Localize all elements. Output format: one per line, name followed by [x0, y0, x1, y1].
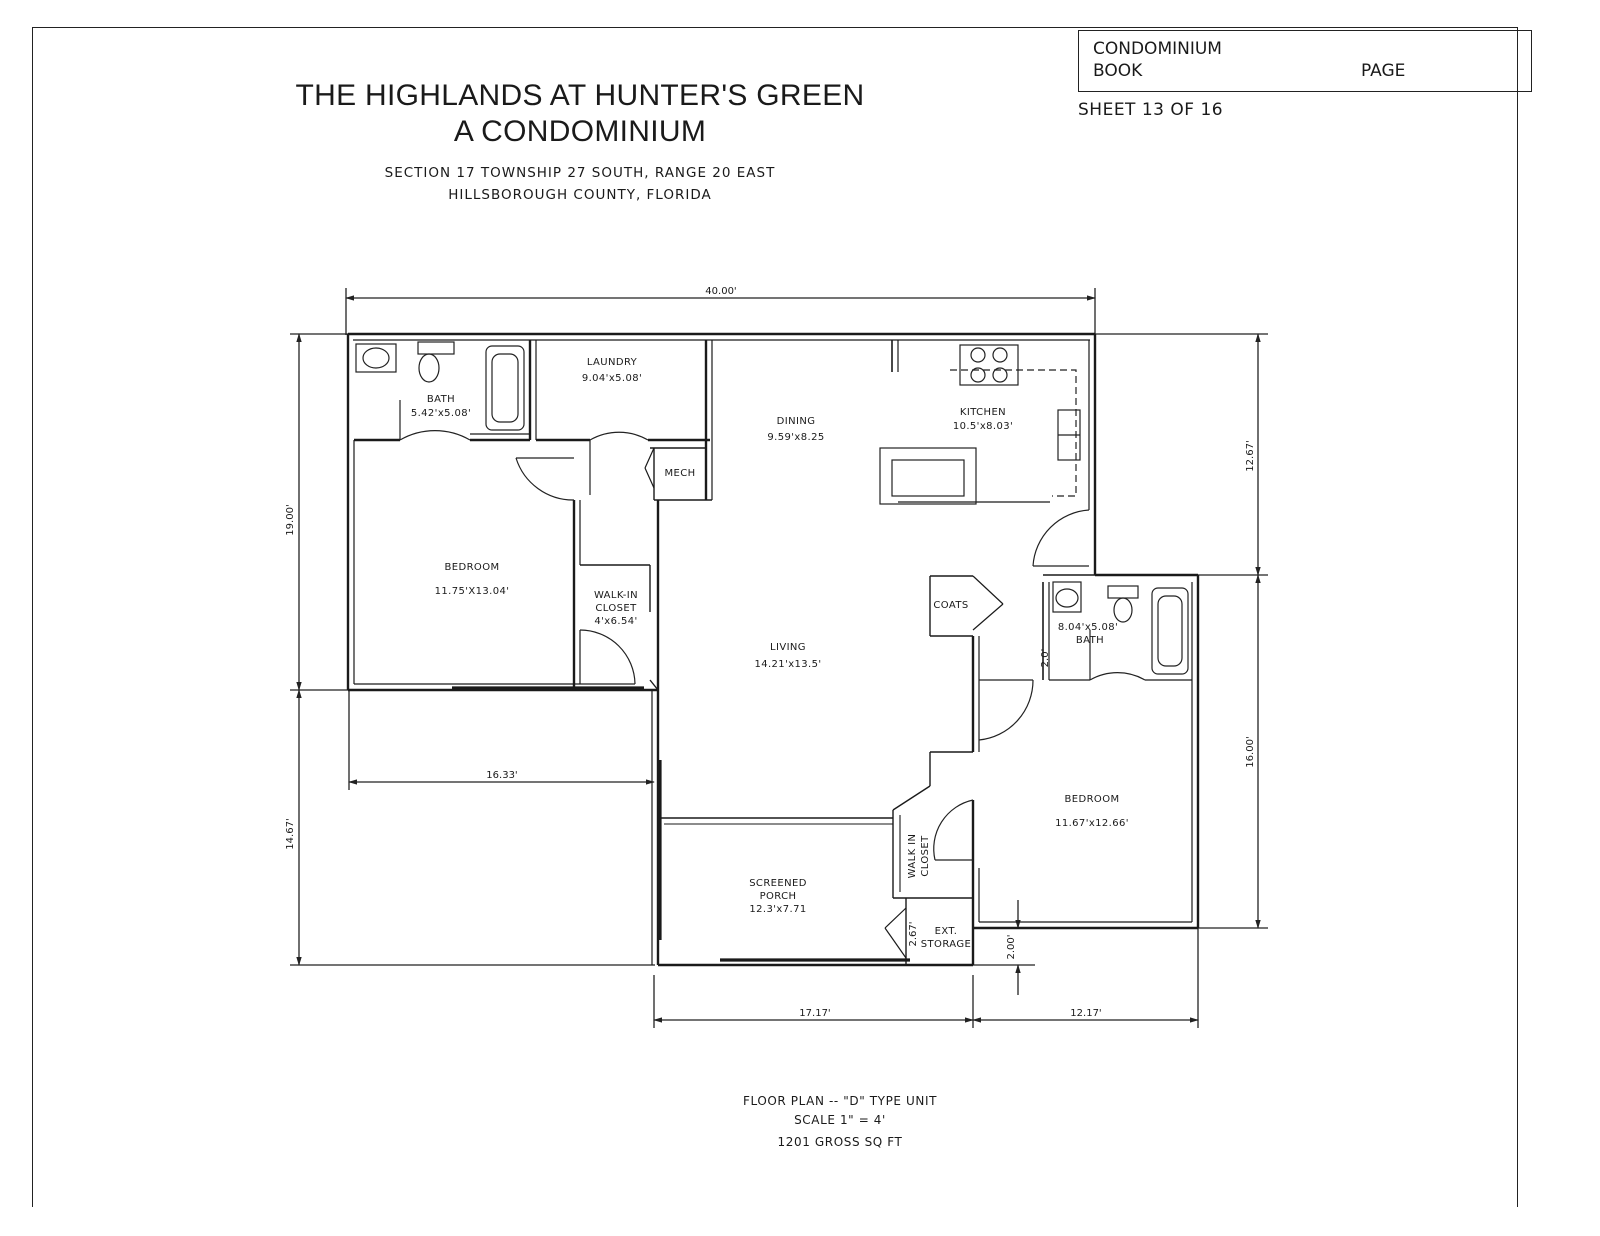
location-subtitle: SECTION 17 TOWNSHIP 27 SOUTH, RANGE 20 E… — [330, 162, 830, 206]
room-name: EXT. — [935, 926, 958, 937]
room-name: BEDROOM — [445, 562, 500, 573]
dim-label: 40.00' — [705, 286, 736, 297]
dim-label: 16.00' — [1245, 736, 1256, 767]
room-name: WALK IN — [907, 834, 918, 879]
kitchen-island — [879, 447, 977, 505]
walls — [346, 332, 1200, 967]
bath2-toilet — [1113, 597, 1133, 623]
room-size: 9.04'x5.08' — [582, 373, 642, 384]
room-name: SCREENED — [749, 878, 807, 889]
room-size: 11.75'X13.04' — [435, 586, 510, 597]
fixtures — [355, 341, 1189, 675]
room-name: BATH — [427, 394, 455, 405]
room-size: 10.5'x8.03' — [953, 421, 1013, 432]
caption-line2: SCALE 1" = 4' — [794, 1113, 886, 1127]
dim-label: 16.33' — [486, 770, 517, 781]
room-size: 5.42'x5.08' — [411, 408, 471, 419]
room-name: BATH — [1076, 635, 1104, 646]
dim-label: 2.00' — [1006, 934, 1017, 959]
room-name: BEDROOM — [1065, 794, 1120, 805]
caption-line1: FLOOR PLAN -- "D" TYPE UNIT — [742, 1094, 938, 1108]
room-name: WALK-IN — [594, 590, 638, 601]
bath2-toilet-tank — [1107, 585, 1139, 599]
title-block: CONDOMINIUM BOOK PAGE — [1078, 30, 1532, 92]
room-name: LAUNDRY — [587, 357, 638, 368]
room-size: 12.3'x7.71 — [749, 904, 806, 915]
bath1-toilet — [418, 353, 440, 383]
dim-label: 17.17' — [799, 1008, 830, 1019]
room-size: 9.59'x8.25 — [767, 432, 824, 443]
sheet-number: SHEET 13 OF 16 — [1078, 100, 1224, 120]
counter-outline — [950, 369, 1077, 497]
dim-label: 14.67' — [285, 818, 296, 849]
room-name: CLOSET — [595, 603, 637, 614]
room-name: KITCHEN — [960, 407, 1006, 418]
location-line1: SECTION 17 TOWNSHIP 27 SOUTH, RANGE 20 E… — [384, 165, 776, 181]
room-name: LIVING — [770, 642, 806, 653]
sheet-border — [32, 27, 1518, 1207]
bath2-tub — [1151, 587, 1189, 675]
room-name: MECH — [664, 468, 695, 479]
range-top — [959, 344, 1019, 386]
page-title: THE HIGHLANDS AT HUNTER'S GREEN A CONDOM… — [230, 78, 930, 150]
bath1-sink-basin — [362, 347, 390, 369]
location-line2: HILLSBOROUGH COUNTY, FLORIDA — [448, 187, 712, 203]
dimension-labels: 40.00' 19.00' 14.67' 12.67' 16.00' 16.33… — [285, 286, 1256, 1019]
room-name: STORAGE — [921, 939, 971, 950]
bath2-sink — [1052, 581, 1082, 613]
bath1-tub — [485, 345, 525, 431]
bath1-toilet-tank — [417, 341, 455, 355]
room-size: 14.21'x13.5' — [754, 659, 821, 670]
room-name: CLOSET — [920, 835, 931, 877]
room-size: 8.04'x5.08' — [1058, 622, 1118, 633]
title-line1: THE HIGHLANDS AT HUNTER'S GREEN — [295, 79, 865, 112]
room-name: PORCH — [760, 891, 797, 902]
dim-label: 12.17' — [1070, 1008, 1101, 1019]
room-name: COATS — [933, 600, 968, 611]
bath1-sink — [355, 343, 397, 373]
caption-line3: 1201 GROSS SQ FT — [777, 1135, 903, 1149]
title-line2: A CONDOMINIUM — [453, 115, 707, 148]
room-labels: BATH 5.42'x5.08' LAUNDRY 9.04'x5.08' DIN… — [411, 357, 1129, 950]
book-label-line1: CONDOMINIUM — [1093, 39, 1222, 59]
room-size: 4'x6.54' — [594, 616, 637, 627]
dim-label: 2.67' — [908, 921, 919, 946]
door-swings — [399, 400, 1146, 861]
dim-label: 2.0' — [1040, 649, 1051, 668]
room-name: DINING — [777, 416, 816, 427]
dim-label: 19.00' — [285, 504, 296, 535]
book-label-line2: BOOK — [1093, 61, 1143, 81]
dim-label: 12.67' — [1245, 440, 1256, 471]
bath1-tub-inner — [491, 353, 519, 423]
plan-caption: FLOOR PLAN -- "D" TYPE UNIT SCALE 1" = 4… — [690, 1092, 990, 1152]
page-label: PAGE — [1361, 61, 1406, 81]
room-size: 11.67'x12.66' — [1055, 818, 1129, 829]
